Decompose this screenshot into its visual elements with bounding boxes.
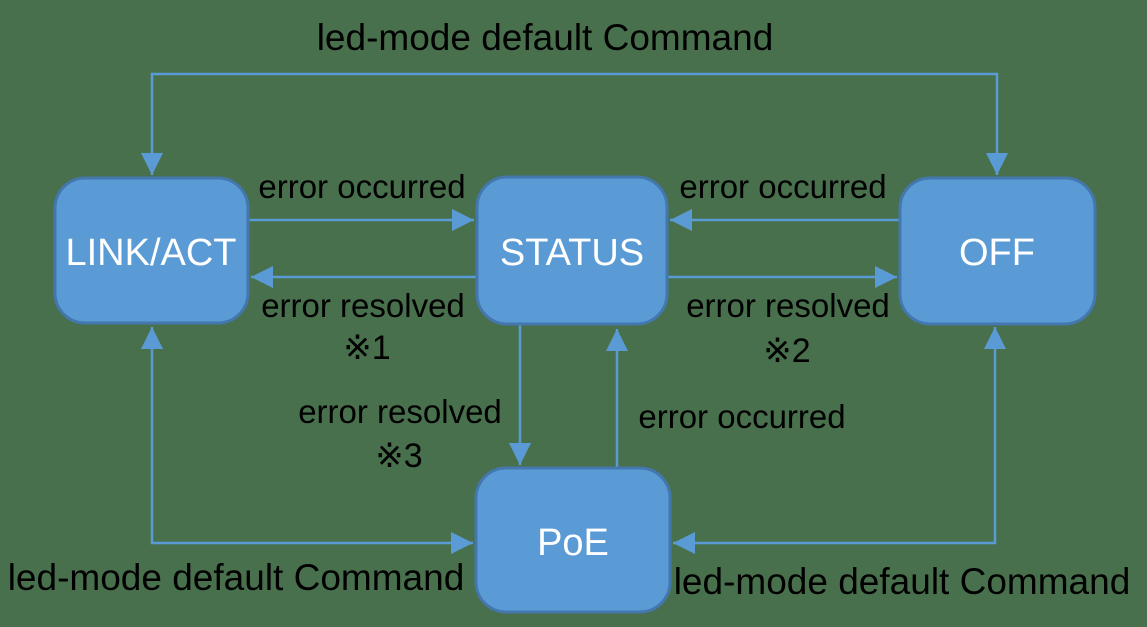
- ref-mark-1: ※1: [343, 329, 390, 367]
- ref-mark-2: ※2: [763, 332, 810, 370]
- edges: [141, 72, 1008, 554]
- edge-labels: led-mode default Command error occurred …: [8, 17, 1131, 602]
- state-node-link-act: [53, 176, 250, 325]
- state-node-poe: [474, 466, 672, 614]
- edge-label-left-error-occurred: error occurred: [258, 168, 465, 205]
- edge-top-linkact-off: [141, 72, 1008, 175]
- edge-label-top-command: led-mode default Command: [317, 17, 774, 58]
- edge-label-bottom-left-command: led-mode default Command: [8, 557, 465, 598]
- edge-label-right-error-resolved: error resolved: [686, 287, 890, 324]
- edge-label-right-error-occurred: error occurred: [679, 168, 886, 205]
- state-node-off: [898, 176, 1097, 326]
- edge-bottomright-off-poe: [673, 327, 1006, 554]
- state-node-status: [475, 175, 669, 326]
- edge-label-mid-error-occurred: error occurred: [638, 398, 845, 435]
- state-nodes: [53, 175, 1097, 614]
- edge-label-mid-error-resolved: error resolved: [298, 393, 502, 430]
- state-label-poe: PoE: [537, 522, 609, 564]
- state-label-off: OFF: [959, 232, 1035, 274]
- ref-mark-3: ※3: [375, 437, 422, 475]
- state-label-link-act: LINK/ACT: [65, 232, 236, 274]
- edge-label-bottom-right-command: led-mode default Command: [674, 561, 1131, 602]
- state-label-status: STATUS: [500, 232, 644, 274]
- edge-bottomleft-linkact-poe: [141, 327, 473, 554]
- state-node-labels: LINK/ACT STATUS OFF PoE: [65, 232, 1035, 564]
- edge-label-left-error-resolved: error resolved: [261, 287, 465, 324]
